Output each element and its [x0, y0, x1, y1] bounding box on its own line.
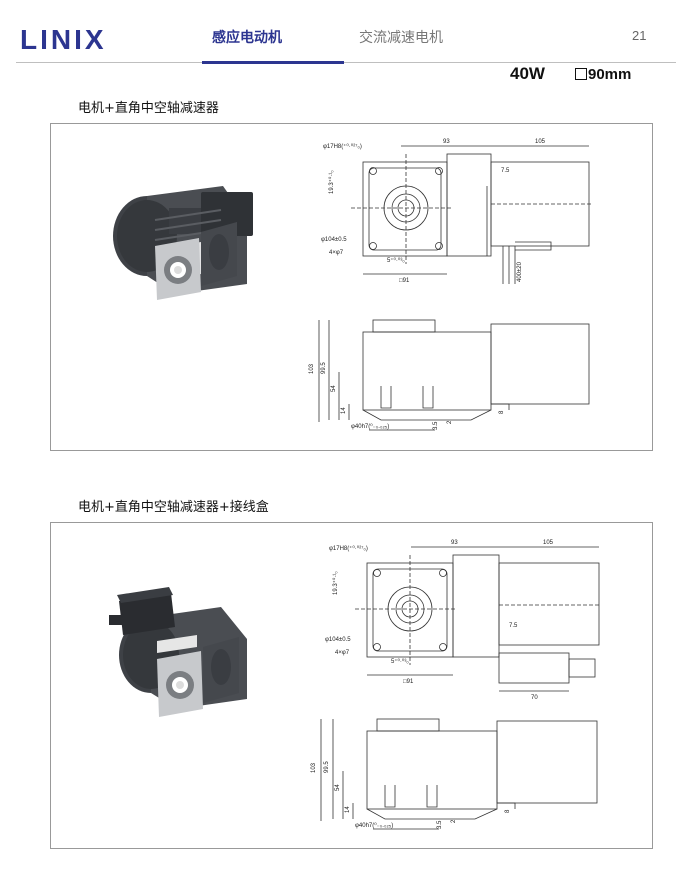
dim-g: 8	[505, 809, 511, 813]
keyway-depth: 19.3⁺⁰·¹₀	[332, 571, 339, 595]
dim-box: 70	[531, 695, 538, 701]
cable-label: 400±20	[517, 261, 523, 282]
drawing-panel-1: φ17H8(⁺⁰·⁰²⁷₀) 93 105 7.5 19.3⁺⁰·¹₀ φ104…	[50, 123, 653, 451]
height-4: 14	[345, 806, 351, 813]
shaft-label: φ40h7(⁰₋₀.₀₂₅)	[355, 822, 393, 829]
drawing-svg-1: φ17H8(⁺⁰·⁰²⁷₀) 93 105 7.5 19.3⁺⁰·¹₀ φ104…	[113, 139, 591, 431]
height-3: 54	[335, 784, 341, 791]
key-width: 5⁺⁰·⁰³₀	[391, 658, 409, 665]
header-divider	[16, 62, 676, 63]
pcd-label: φ104±0.5	[321, 237, 347, 243]
motor-photo-1	[113, 186, 253, 300]
active-tab-underline	[202, 61, 344, 64]
square-symbol-icon	[575, 68, 587, 80]
nav-tab-ac-gear-motor[interactable]: 交流减速电机	[359, 30, 443, 46]
front-view-labels-1: φ17H8(⁺⁰·⁰²⁷₀) 93 105 7.5 19.3⁺⁰·¹₀ φ104…	[321, 139, 546, 284]
dim-e: 3.5	[437, 820, 443, 829]
side-view-labels-2: 103 99.5 54 14 φ40h7(⁰₋₀.₀₂₅) 3.5 2 8	[311, 761, 511, 829]
dim-a: 93	[451, 540, 458, 546]
side-view-labels-1: 103 99.5 54 14 φ40h7(⁰₋₀.₀₂₅) 3.5 2 8	[309, 362, 505, 430]
front-view-1	[351, 145, 591, 284]
dim-f: 2	[451, 819, 457, 823]
height-2: 99.5	[324, 761, 330, 773]
pcd-label: φ104±0.5	[325, 637, 351, 643]
square-label: □91	[399, 278, 410, 284]
section-title-1: 电机+直角中空轴减速器	[78, 101, 219, 116]
side-view-2	[320, 718, 598, 830]
front-view-labels-2: φ17H8(⁺⁰·⁰²⁷₀) 93 105 7.5 19.3⁺⁰·¹₀ φ104…	[325, 540, 554, 701]
bore-label: φ17H8(⁺⁰·⁰²⁷₀)	[329, 545, 368, 552]
motor-photo-2	[109, 587, 247, 717]
dim-c: 7.5	[509, 623, 518, 629]
spec-frame-size: 90mm	[575, 66, 631, 83]
nav-tab-induction-motor[interactable]: 感应电动机	[212, 30, 282, 46]
dim-e: 3.5	[433, 421, 439, 430]
dim-b: 105	[543, 540, 554, 546]
holes-label: 4×φ7	[335, 650, 350, 656]
height-3: 54	[331, 385, 337, 392]
shaft-label: φ40h7(⁰₋₀.₀₂₅)	[351, 423, 389, 430]
height-4: 14	[341, 407, 347, 414]
dim-a: 93	[443, 139, 450, 145]
height-total: 103	[309, 363, 315, 374]
keyway-depth: 19.3⁺⁰·¹₀	[328, 170, 335, 194]
dim-b: 105	[535, 139, 546, 145]
dim-g: 8	[499, 410, 505, 414]
spec-frame-value: 90mm	[588, 66, 632, 83]
linix-logo: LINIX	[20, 24, 107, 55]
dim-f: 2	[447, 420, 453, 424]
drawing-panel-2: φ17H8(⁺⁰·⁰²⁷₀) 93 105 7.5 19.3⁺⁰·¹₀ φ104…	[50, 522, 653, 849]
page-number: 21	[632, 28, 647, 43]
height-2: 99.5	[321, 362, 327, 374]
spec-power: 40W	[510, 64, 545, 83]
height-total: 103	[311, 762, 317, 773]
bore-label: φ17H8(⁺⁰·⁰²⁷₀)	[323, 143, 362, 150]
front-view-2	[355, 546, 601, 692]
drawing-svg-2: φ17H8(⁺⁰·⁰²⁷₀) 93 105 7.5 19.3⁺⁰·¹₀ φ104…	[109, 540, 601, 830]
key-width: 5⁺⁰·⁰³₀	[387, 257, 405, 264]
side-view-1	[318, 319, 590, 431]
holes-label: 4×φ7	[329, 250, 344, 256]
square-label: □91	[403, 679, 414, 685]
section-title-2: 电机+直角中空轴减速器+接线盒	[78, 500, 269, 515]
dim-c: 7.5	[501, 168, 510, 174]
